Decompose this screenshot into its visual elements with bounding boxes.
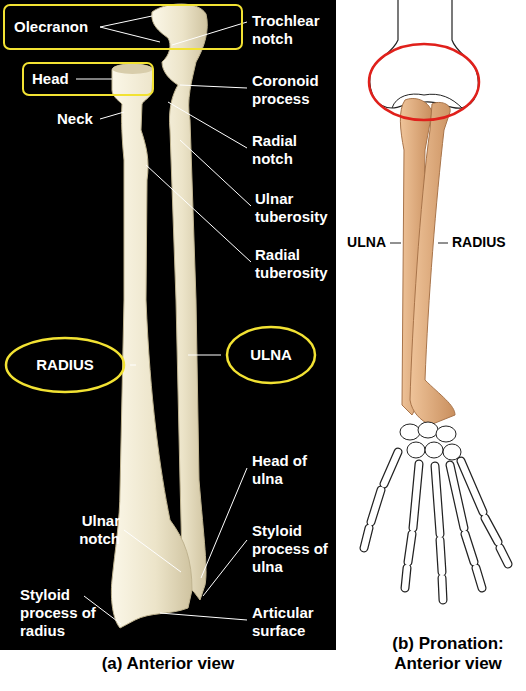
radial-head-surface	[113, 64, 153, 74]
radius-bone	[410, 102, 455, 425]
highlight-box: Olecranon	[3, 4, 243, 50]
part-label: Neck	[57, 110, 117, 128]
part-name: ULNA	[250, 346, 292, 364]
carpal-bone	[407, 442, 425, 458]
part-label: Ulnar notch	[48, 512, 120, 548]
panel-caption: (b) Pronation: Anterior view	[372, 634, 524, 675]
leader-line	[124, 530, 181, 572]
leader-line	[203, 540, 247, 596]
leader-line	[160, 613, 247, 620]
highlight-ellipse: RADIUS	[4, 336, 126, 394]
carpal-bone	[425, 442, 443, 458]
part-label: Articular surface	[252, 604, 332, 640]
carpal-bones	[400, 422, 461, 460]
leader-line	[100, 16, 152, 27]
highlight-ellipse	[369, 44, 479, 120]
highlight-ellipse: ULNA	[225, 325, 317, 385]
leader-line	[172, 22, 247, 45]
leader-line	[130, 365, 136, 366]
part-label: Ulnar tuberosity	[255, 190, 334, 226]
part-name: Head	[32, 70, 69, 88]
panel-caption: (a) Anterior view	[0, 654, 336, 674]
radius-bone	[111, 64, 192, 628]
leader-line	[188, 355, 221, 356]
part-label: Styloid process of radius	[20, 586, 108, 640]
part-label: RADIUS	[452, 234, 522, 251]
carpal-bone	[418, 422, 438, 438]
part-label: Radial notch	[252, 132, 332, 168]
ellipse-outline	[227, 327, 315, 383]
leader-line	[180, 85, 247, 88]
carpal-bone	[400, 424, 420, 440]
leader-line	[168, 102, 247, 148]
leader-line	[180, 140, 251, 206]
part-label: Trochlear notch	[252, 12, 332, 48]
part-label: Radial tuberosity	[255, 246, 334, 282]
carpal-bone	[436, 426, 456, 442]
leader-line	[201, 468, 247, 578]
leader-line	[76, 79, 112, 80]
leader-line	[390, 243, 401, 244]
leader-line	[146, 165, 251, 262]
finger-bones-fill	[364, 452, 508, 600]
finger-bones-outline	[364, 452, 508, 600]
part-label: ULNA	[334, 234, 386, 251]
part-label: Head of ulna	[252, 452, 310, 488]
leader-lines	[390, 243, 448, 244]
part-name: RADIUS	[36, 356, 94, 374]
part-name: Olecranon	[14, 18, 88, 36]
highlight-box: Head	[22, 62, 154, 96]
leader-line	[438, 243, 448, 244]
leader-line	[100, 112, 124, 119]
dark-panel	[0, 0, 336, 650]
ellipse-outline	[6, 338, 124, 392]
part-label: Styloid process of ulna	[252, 522, 332, 576]
part-label: Coronoid process	[252, 72, 332, 108]
leader-line	[100, 27, 160, 42]
